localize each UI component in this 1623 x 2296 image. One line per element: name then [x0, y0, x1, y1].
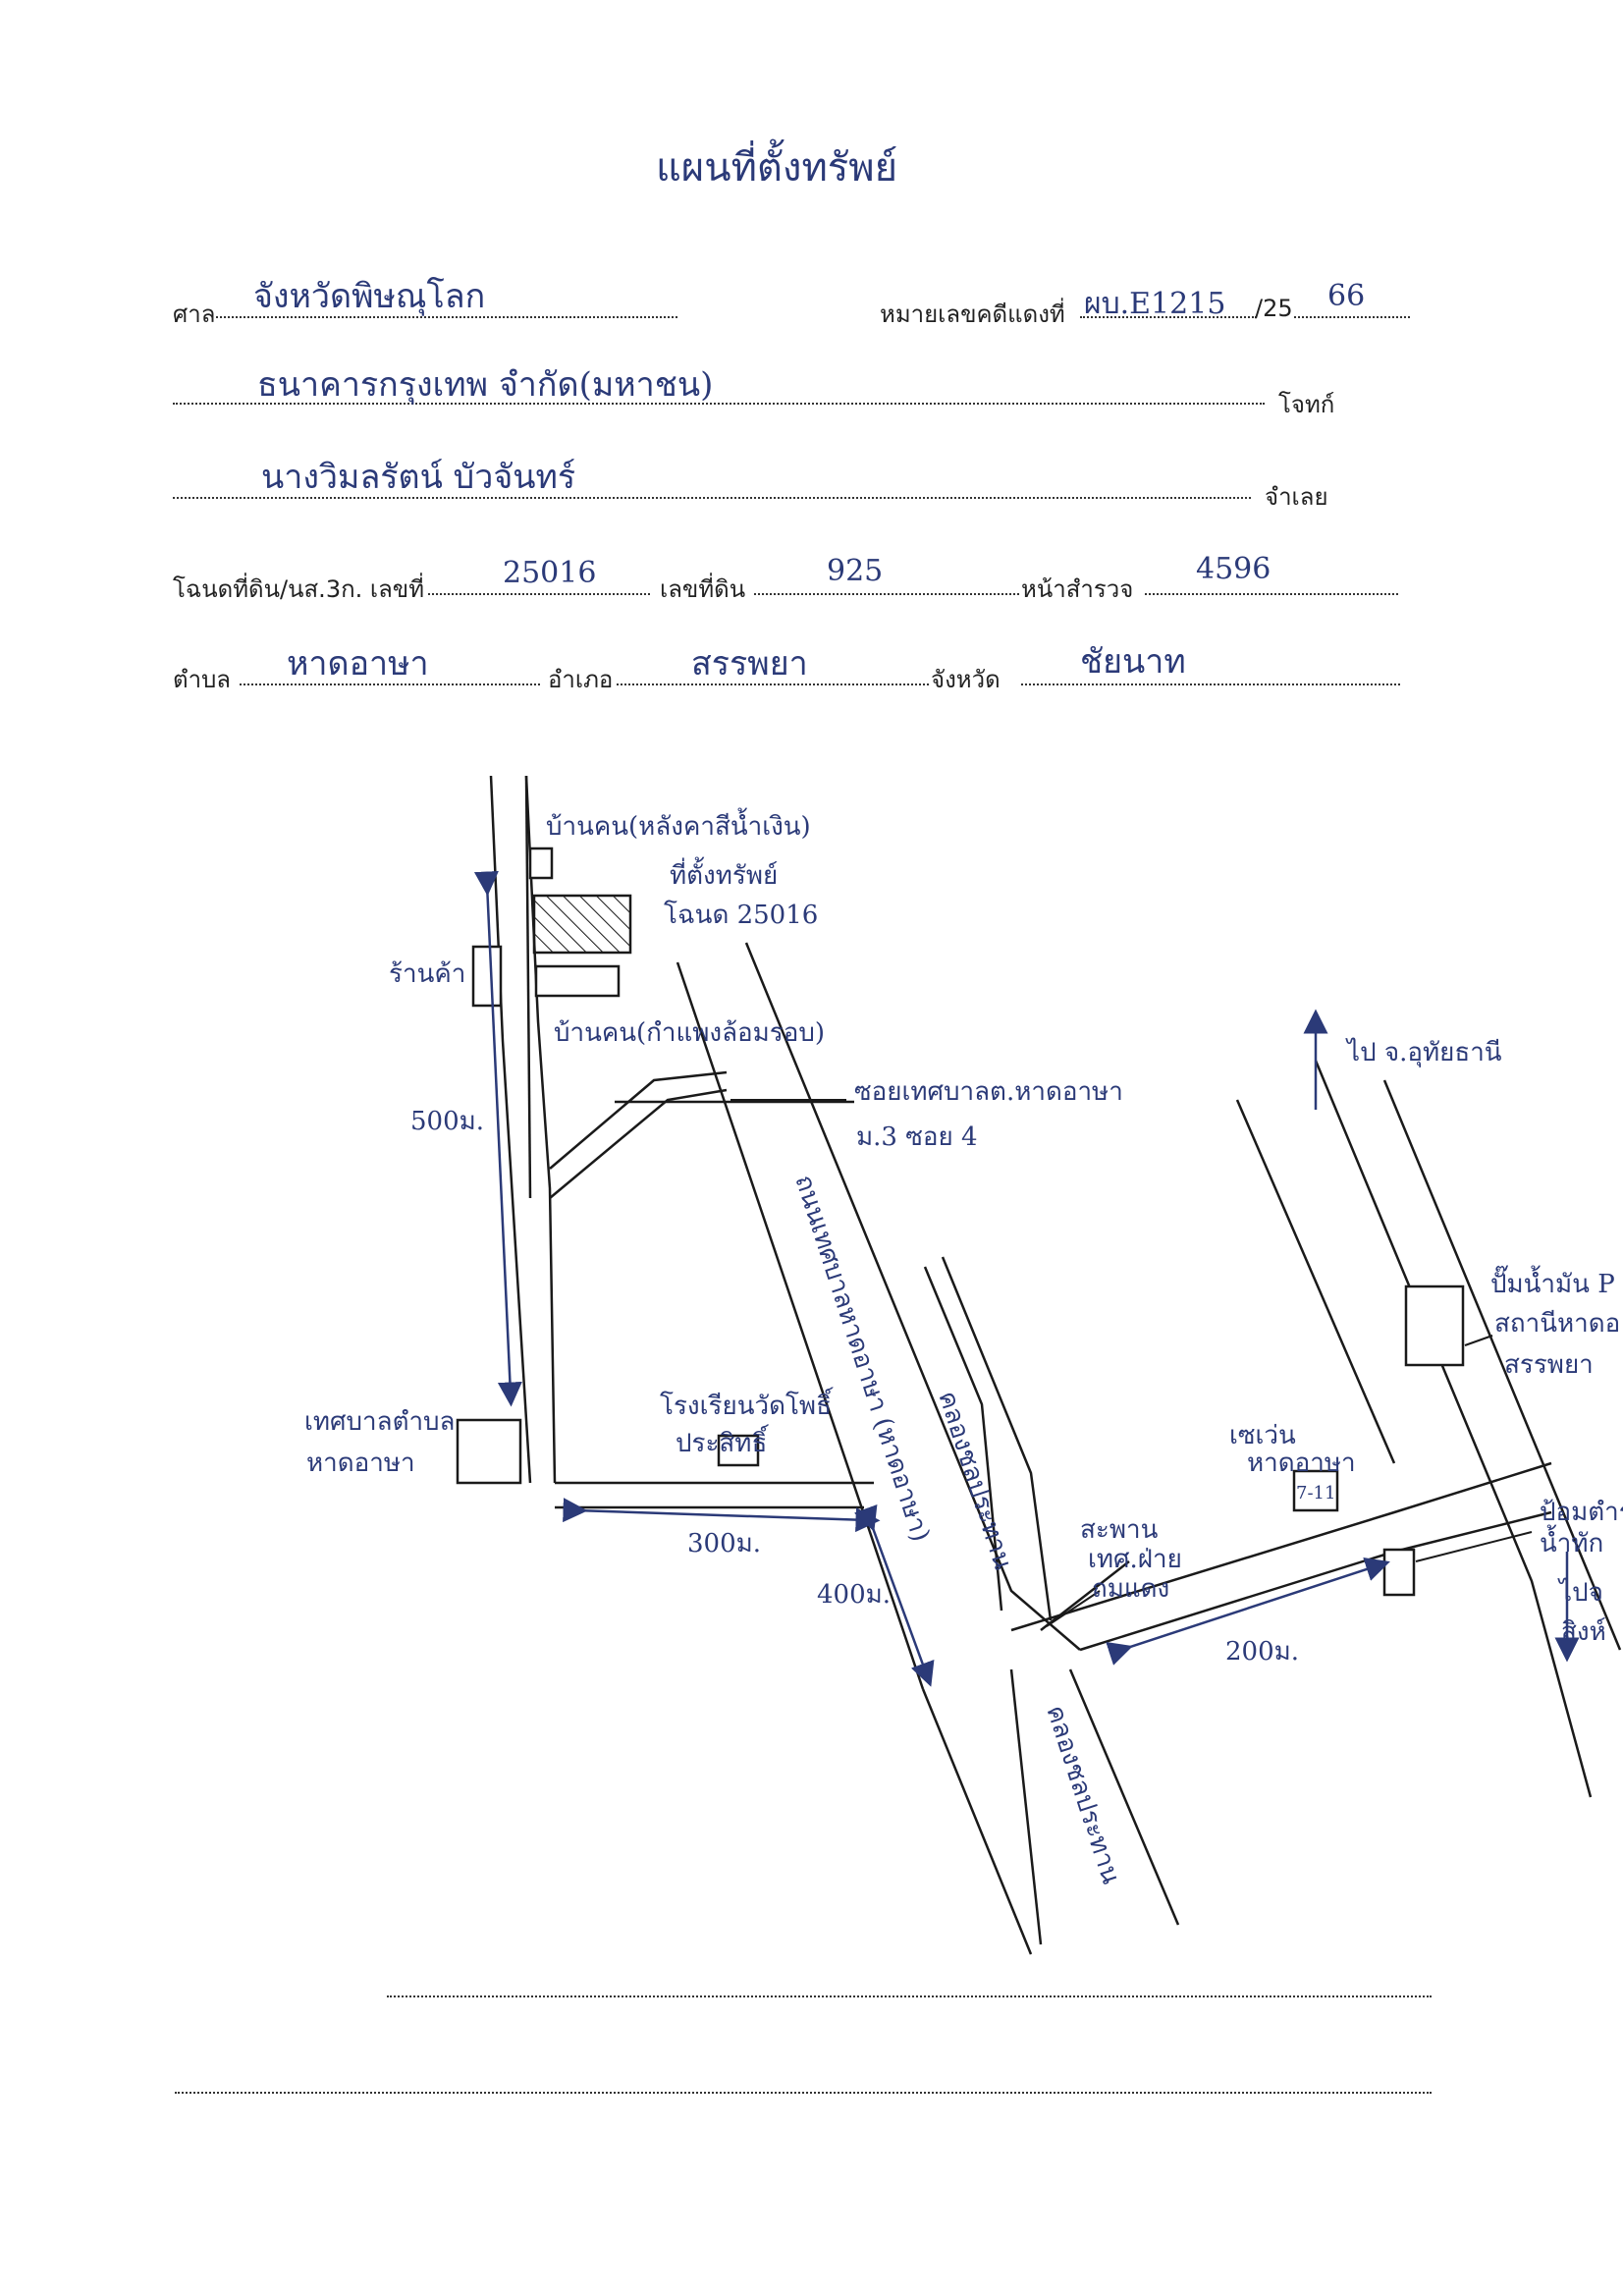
subdistrict-label: ตำบล — [173, 666, 232, 693]
plaintiff-value: ธนาคารกรุงเทพ จำกัด(มหาชน) — [257, 365, 714, 405]
label-property-deed: โฉนด 25016 — [664, 900, 818, 930]
branch-road-2 — [549, 1070, 728, 1170]
pointer-gas — [1464, 1335, 1493, 1346]
label-dist-200: 200ม. — [1225, 1637, 1299, 1667]
label-school-1: โรงเรียนวัดโพธิ์ — [660, 1387, 834, 1421]
arrow-500m — [473, 870, 522, 1407]
shop-box — [471, 945, 503, 1008]
case-year-prefix: /25 — [1255, 295, 1293, 322]
label-house-fence: บ้านคน(กำแพงล้อมรอบ) — [554, 1018, 825, 1048]
label-canal-1: คลองชลประทาน — [932, 1388, 1017, 1573]
branch-road-1 — [549, 1088, 728, 1199]
right-road-1 — [1235, 1099, 1396, 1464]
court-dots — [216, 316, 677, 318]
label-house-blue-roof: บ้านคน(หลังคาสีน้ำเงิน) — [546, 807, 811, 842]
court-value: จังหวัดพิษณุโลก — [253, 277, 486, 316]
label-bridge-3: ถมแดง — [1092, 1574, 1169, 1604]
label-to-south-1: ไปจ — [1557, 1577, 1603, 1608]
province-value: ชัยนาท — [1080, 642, 1186, 682]
case-year-value: 66 — [1327, 279, 1366, 313]
survey-dots — [1145, 593, 1398, 595]
house-blue-roof-box — [528, 847, 554, 880]
label-police-1: ป้อมตำรวจ — [1540, 1498, 1623, 1527]
subdistrict-value: หาดอาษา — [287, 644, 429, 683]
label-gas-2: สถานีหาดอ — [1494, 1309, 1620, 1339]
survey-value: 4596 — [1196, 552, 1271, 586]
land-no-label: เลขที่ดิน — [660, 575, 746, 603]
canal-south-2 — [1068, 1668, 1180, 1926]
deed-label: โฉนดที่ดิน/นส.3ก. เลขที่ — [173, 575, 425, 603]
house-fence-box — [534, 964, 621, 998]
label-shop: ร้านค้า — [389, 959, 465, 989]
label-municipal-2: หาดอาษา — [306, 1449, 415, 1478]
pointer-police — [1415, 1531, 1533, 1562]
left-road-east-edge — [524, 775, 557, 1484]
case-no-dots — [1080, 316, 1257, 318]
deed-dots — [428, 593, 650, 595]
arrow-400m — [853, 1503, 935, 1687]
case-year-dots — [1294, 316, 1410, 318]
land-no-dots — [754, 593, 1019, 595]
label-soi-1: ซอยเทศบาลต.หาดอาษา — [854, 1077, 1123, 1107]
signature-line-2 — [175, 2092, 1432, 2094]
district-dots — [617, 683, 929, 685]
subdistrict-dots — [240, 683, 540, 685]
school-box — [717, 1434, 760, 1467]
label-gas-3: สรรพยา — [1504, 1350, 1594, 1380]
deed-value: 25016 — [503, 556, 597, 590]
municipal-office-box — [456, 1418, 522, 1485]
province-label: จังหวัด — [931, 666, 1001, 693]
gas-station-box — [1404, 1285, 1465, 1367]
label-seven-box: 7-11 — [1296, 1483, 1335, 1503]
plaintiff-label: โจทก์ — [1278, 391, 1335, 418]
main-road-south — [921, 1688, 1033, 1955]
district-value: สรรพยา — [691, 644, 808, 683]
label-school-2: ประสิทธิ์ — [676, 1424, 770, 1458]
right-road-2 — [1314, 1060, 1593, 1798]
property-hatched-box — [532, 894, 632, 955]
canal-west-edge-2 — [941, 1256, 1053, 1621]
court-label: ศาล — [173, 301, 216, 328]
district-label: อำเภอ — [548, 666, 614, 693]
label-dist-400: 400ม. — [817, 1580, 891, 1610]
plaintiff-dots — [173, 403, 1265, 405]
defendant-value: นางวิมลรัตน์ บัวจันทร์ — [261, 458, 576, 497]
survey-label: หน้าสำรวจ — [1021, 575, 1134, 603]
label-soi-2: ม.3 ซอย 4 — [856, 1122, 978, 1152]
label-to-south-2: สิงห์ — [1561, 1617, 1606, 1647]
label-to-chainat: ไป จ.อุทัยธานี — [1345, 1037, 1502, 1067]
canal-west-edge-1 — [923, 1266, 1003, 1612]
arrow-300m — [563, 1498, 881, 1533]
canal-south-1 — [1009, 1668, 1043, 1945]
arrow-200m — [1106, 1558, 1390, 1666]
case-no-label: หมายเลขคดีแดงที่ — [880, 301, 1065, 328]
left-road-east-edge-2 — [524, 775, 532, 1199]
label-police-2: น้ำทัก — [1540, 1524, 1603, 1558]
label-dist-300: 300ม. — [687, 1529, 761, 1558]
defendant-dots — [173, 497, 1251, 499]
label-bridge-2: เทศ.ฝ่าย — [1088, 1545, 1182, 1574]
police-box — [1382, 1548, 1416, 1597]
label-property: ที่ตั้งทรัพย์ — [670, 856, 778, 891]
label-bridge-1: สะพาน — [1080, 1515, 1159, 1545]
seven-eleven-box — [1292, 1469, 1339, 1512]
province-dots — [1021, 683, 1400, 685]
pointer-bridge — [1046, 1590, 1101, 1627]
label-seven-1: เซเว่น — [1229, 1421, 1296, 1450]
label-dist-500: 500ม. — [410, 1107, 484, 1136]
label-seven-2: หาดอาษา — [1247, 1449, 1356, 1478]
right-road-3 — [1382, 1079, 1622, 1651]
case-no-value: ผบ.E1215 — [1084, 287, 1226, 321]
page-title: แผนที่ตั้งทรัพย์ — [656, 145, 898, 191]
main-road-east-edge — [744, 942, 1081, 1651]
defendant-label: จำเลย — [1265, 483, 1328, 511]
signature-line-1 — [387, 1995, 1432, 1997]
label-gas-1: ปั๊มน้ำมัน P — [1490, 1265, 1615, 1299]
label-canal-2: คลองชลประทาน — [1040, 1702, 1125, 1887]
land-no-value: 925 — [827, 554, 884, 588]
label-municipal-1: เทศบาลตำบล — [304, 1407, 456, 1437]
